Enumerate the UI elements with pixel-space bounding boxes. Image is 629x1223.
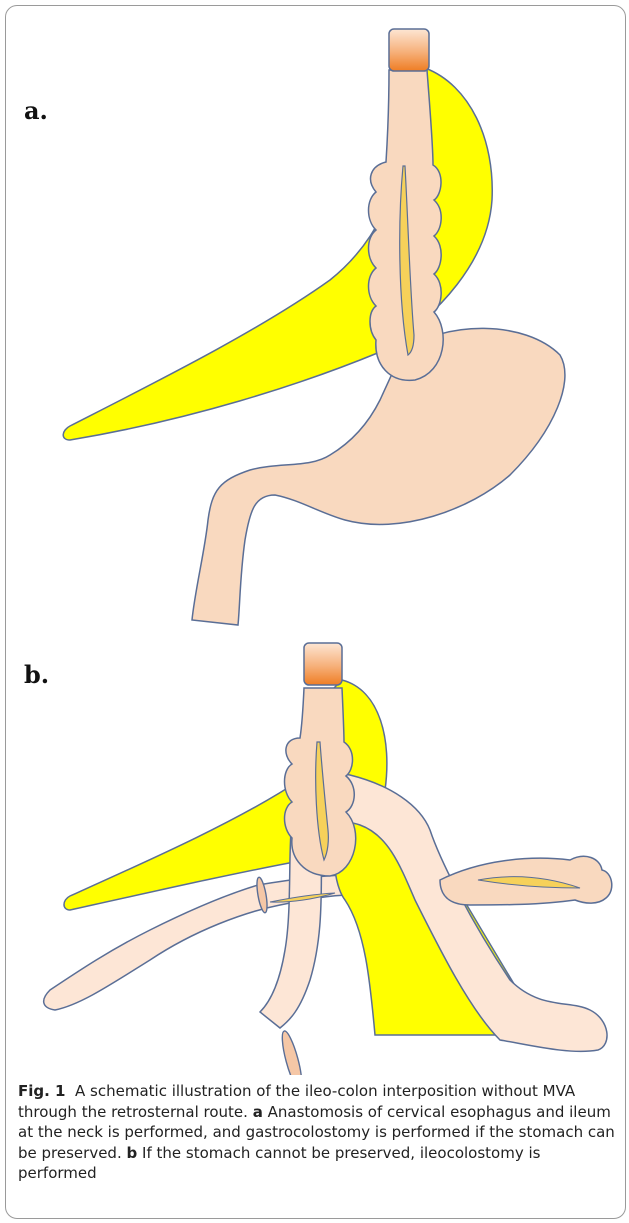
panel-a-diagram xyxy=(63,29,565,625)
figure-caption: Fig. 1 A schematic illustration of the i… xyxy=(18,1081,618,1184)
stoma-flange xyxy=(278,1029,305,1075)
panel-label-a: a. xyxy=(24,96,48,125)
esophagus-stump-b xyxy=(304,643,342,685)
panel-b-diagram xyxy=(44,643,612,1075)
caption-marker-b: b xyxy=(127,1144,138,1162)
esophagus-stump-a xyxy=(389,29,429,71)
figure-label: Fig. 1 xyxy=(18,1082,65,1100)
schematic-illustration xyxy=(0,0,629,1075)
caption-marker-a: a xyxy=(253,1103,263,1121)
panel-label-b: b. xyxy=(24,660,49,689)
